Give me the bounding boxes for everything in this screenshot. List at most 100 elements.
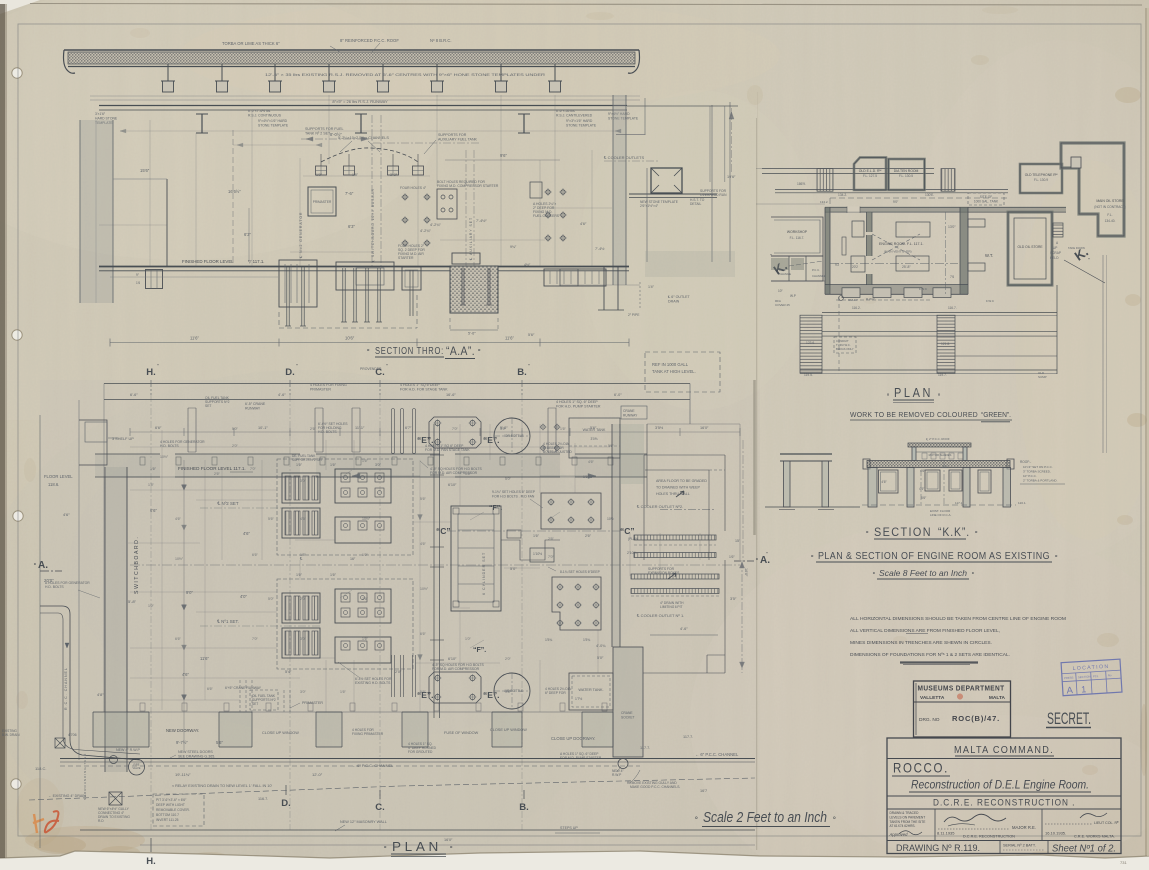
svg-text:731: 731 [1120, 860, 1127, 865]
svg-text:2″ PIPE: 2″ PIPE [628, 313, 640, 317]
svg-text:16'0″: 16'0″ [444, 838, 453, 842]
svg-text:FUEL COOLERS: FUEL COOLERS [533, 214, 560, 218]
svg-text:1'6″: 1'6″ [560, 427, 567, 431]
svg-text:4 HOLES 1″ SQ. 6″ DEEP: 4 HOLES 1″ SQ. 6″ DEEP [556, 400, 598, 404]
svg-text:FIXING M.D. COMPRESSOR STARTER: FIXING M.D. COMPRESSOR STARTER [437, 184, 499, 188]
svg-text:STARTER: STARTER [398, 256, 414, 260]
svg-text:A.: A. [38, 560, 48, 571]
svg-text:DETAIL: DETAIL [690, 202, 701, 206]
svg-text:℄ SWITCHBOARD 10×9 BUSBAR: ℄ SWITCHBOARD 10×9 BUSBAR [371, 188, 375, 263]
svg-text:16'-6″: 16'-6″ [446, 393, 456, 397]
svg-text:1: 1 [1081, 684, 1087, 694]
svg-text:H.S.T. TO: H.S.T. TO [690, 198, 705, 202]
svg-text:BLDGS ONLY: BLDGS ONLY [836, 347, 854, 351]
svg-text:130'E.: 130'E. [925, 193, 934, 197]
svg-text:OLD: OLD [1038, 371, 1045, 375]
svg-text:9¾″: 9¾″ [510, 245, 517, 249]
svg-text:2'6″: 2'6″ [548, 537, 555, 541]
svg-text:EXPANSION BOXES: EXPANSION BOXES [648, 571, 680, 575]
svg-text:TO DRAINED WITH WEEP: TO DRAINED WITH WEEP [656, 486, 700, 490]
svg-text:2'10¾: 2'10¾ [627, 551, 638, 555]
svg-text:F.W.C: F.W.C [986, 299, 995, 303]
svg-text:6'6″: 6'6″ [420, 632, 427, 636]
svg-text:“E”.: “E”. [483, 435, 500, 445]
svg-text:SERIAL Nº 2 BATT.: SERIAL Nº 2 BATT. [1003, 844, 1036, 848]
svg-text:MAJOR R.E.: MAJOR R.E. [1012, 825, 1036, 830]
svg-text:CLOSE UP WINDOW: CLOSE UP WINDOW [490, 728, 527, 732]
svg-text:1'10½: 1'10½ [583, 475, 592, 479]
svg-text:4'-5″ SQ HOLES FOR H.D BOLTS: 4'-5″ SQ HOLES FOR H.D BOLTS [430, 467, 482, 471]
svg-text:A: A [1056, 241, 1059, 245]
svg-text:CRANE: CRANE [623, 409, 635, 413]
svg-text:EXIST. FLOOR: EXIST. FLOOR [930, 509, 951, 513]
svg-text:OIL FUEL TANK: OIL FUEL TANK [205, 396, 230, 400]
svg-text:6 CYLINDER SET: 6 CYLINDER SET [482, 552, 486, 595]
svg-text:FOR H.D BOLTS . M.D FAN: FOR H.D BOLTS . M.D FAN [492, 495, 535, 499]
svg-text:R.C.C. CHANNEL: R.C.C. CHANNEL [64, 667, 68, 710]
svg-text:D.: D. [281, 798, 291, 809]
svg-text:5'6″: 5'6″ [608, 444, 615, 448]
svg-text:C.R.E. WORKS MALTA.: C.R.E. WORKS MALTA. [1074, 835, 1115, 839]
svg-text:3″ TORBA SCREED,: 3″ TORBA SCREED, [1023, 470, 1051, 474]
svg-text:SET: SET [205, 404, 211, 408]
svg-text:20'0″: 20'0″ [44, 578, 54, 583]
svg-text:AT 61X74 62HRS.: AT 61X74 62HRS. [890, 824, 916, 828]
svg-text:1'6″: 1'6″ [330, 573, 337, 577]
svg-text:NEW STONE TEMPLATE: NEW STONE TEMPLATE [640, 200, 679, 204]
svg-text:DRAIN TO EXISTING: DRAIN TO EXISTING [98, 815, 130, 819]
svg-text:6'3″: 6'3″ [348, 224, 355, 229]
svg-text:CHANNEL: CHANNEL [812, 274, 826, 278]
svg-text:3'5½: 3'5½ [655, 426, 664, 430]
svg-text:PROVENDER: PROVENDER [360, 367, 382, 371]
svg-text:9'-7½″: 9'-7½″ [176, 740, 188, 745]
svg-text:1'4″: 1'4″ [648, 285, 655, 289]
svg-text:1'6″: 1'6″ [362, 459, 369, 463]
svg-text:123.6.: 123.6. [806, 341, 815, 345]
svg-text:“E”.: “E”. [483, 690, 500, 700]
svg-text:10″ P.C.C.: 10″ P.C.C. [1023, 474, 1037, 478]
svg-text:R.S.J. CANTILEVERED: R.S.J. CANTILEVERED [556, 114, 593, 118]
svg-text:℄ AUXILIARY SET: ℄ AUXILIARY SET [469, 217, 473, 261]
svg-text:4 HOLES 1″ SQ 6″ DEEP: 4 HOLES 1″ SQ 6″ DEEP [425, 444, 464, 448]
svg-text:FIXING M.D.: FIXING M.D. [533, 210, 552, 214]
svg-text:℄: ℄ [299, 557, 303, 561]
svg-text:6'+5″ CRANE RUNWAY: 6'+5″ CRANE RUNWAY [225, 686, 262, 690]
svg-text:BOLTS ADJUSTED: BOLTS ADJUSTED [543, 450, 572, 454]
svg-text:DIMENSIONS OF FOUNDATIONS FOR: DIMENSIONS OF FOUNDATIONS FOR Nºˢ 1 & 2 … [850, 652, 1010, 657]
svg-text:5'6″: 5'6″ [216, 740, 223, 745]
svg-text:SUPPORTS FOR: SUPPORTS FOR [648, 567, 675, 571]
svg-text:16.10.1935.: 16.10.1935. [1045, 831, 1066, 836]
svg-text:WATER TANK.: WATER TANK. [578, 688, 603, 692]
svg-text:”: ” [386, 364, 388, 370]
svg-text:10½″: 10½″ [362, 517, 371, 521]
svg-text:THRU W.C.: THRU W.C. [836, 343, 851, 347]
svg-text:STONE TEMPLATE: STONE TEMPLATE [566, 124, 597, 128]
svg-text:4'6″: 4'6″ [919, 487, 925, 491]
svg-text:120.1.: 120.1. [1018, 501, 1027, 505]
svg-text:▽ 117.1.: ▽ 117.1. [248, 259, 264, 264]
svg-text:4 HOLES 2¼ DIA.: 4 HOLES 2¼ DIA. [545, 687, 572, 691]
svg-text:6″ DEEP FOR: 6″ DEEP FOR [543, 446, 564, 450]
svg-text:2'6″: 2'6″ [310, 427, 317, 431]
svg-text:4'6″: 4'6″ [182, 672, 189, 677]
svg-text:W.P: W.P [790, 294, 796, 298]
svg-text:RFA: RFA [775, 299, 781, 303]
svg-text:∘: ∘ [832, 813, 837, 822]
svg-text:1'8″: 1'8″ [465, 472, 472, 476]
svg-text:”: ” [766, 552, 768, 558]
svg-text:(NOT IN CONTRACT): (NOT IN CONTRACT) [1094, 205, 1125, 209]
svg-text:4'6″: 4'6″ [881, 480, 887, 484]
svg-text:RUNWAY: RUNWAY [623, 414, 638, 418]
svg-text:5'6″: 5'6″ [528, 333, 535, 337]
svg-text:1'8″: 1'8″ [148, 483, 155, 487]
svg-text:FOR M.D. AIR COMPRESSOR: FOR M.D. AIR COMPRESSOR [430, 471, 478, 475]
svg-text:P.C.C.: P.C.C. [812, 268, 820, 272]
svg-text:MINES DIMENSIONS IN TRENCHES A: MINES DIMENSIONS IN TRENCHES ARE SHEWN I… [850, 640, 992, 645]
svg-text:∘: ∘ [383, 844, 387, 851]
svg-text:A.: A. [760, 555, 770, 566]
svg-text:9'2: 9'2 [835, 263, 839, 267]
svg-text:BOTTOM 110.7: BOTTOM 110.7 [156, 813, 179, 817]
svg-text:LEVELS ON PAVEMENT: LEVELS ON PAVEMENT [890, 815, 926, 819]
svg-text:1'8″: 1'8″ [352, 173, 359, 177]
svg-text:9'6″: 9'6″ [500, 153, 507, 158]
